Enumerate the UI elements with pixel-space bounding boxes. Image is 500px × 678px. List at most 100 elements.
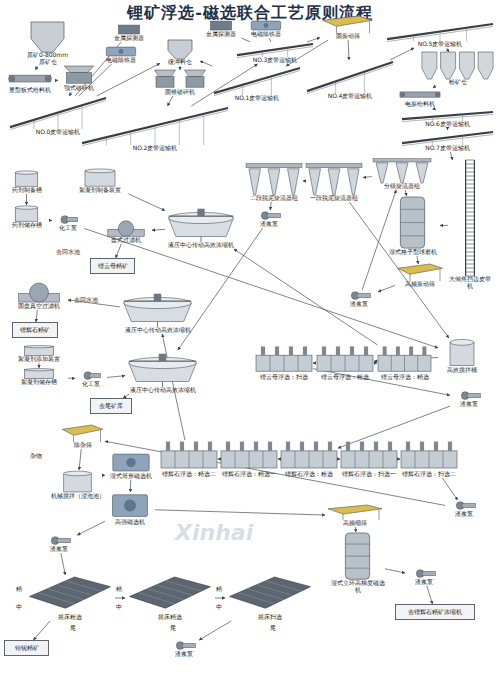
feeder-unit-icon [395, 88, 445, 101]
node-label: 圆盘真空过滤机 [18, 303, 60, 310]
node-label: 渣浆泵 [455, 511, 473, 518]
flotation-motor [422, 346, 426, 355]
belt-support [82, 106, 83, 129]
cyclone-manifold [373, 159, 431, 162]
flow-connector [417, 256, 418, 264]
screen-deck [398, 264, 443, 274]
cyclone-cone [348, 169, 360, 195]
flotation-motor [303, 346, 307, 355]
slurry-pump-icon [165, 640, 203, 651]
flow-connector [180, 66, 181, 70]
magnetic-unit: 高强磁选机 [105, 492, 155, 526]
reagent-tank-icon [70, 168, 130, 187]
detector-body [119, 25, 140, 34]
cyclone-manifold [306, 164, 362, 168]
node-label: 湿式立环高梯度磁选机 [330, 580, 385, 594]
node-label: 絮凝剂添加装置 [18, 356, 60, 363]
flotation-motor [448, 442, 452, 451]
magnet-drum [119, 49, 124, 54]
magnet-drum [124, 500, 136, 512]
slurry-pump: 渣浆泵 [165, 640, 203, 658]
flotation-cell-wall [203, 451, 204, 468]
flotation-motor [364, 346, 368, 355]
screen-deck [62, 425, 103, 435]
connector-group [27, 37, 458, 640]
flow-connector [36, 66, 38, 70]
crusher-unit-icon [150, 70, 210, 89]
flow-note: 精 [216, 585, 222, 594]
flotation-trough [341, 451, 397, 468]
magnet-body [106, 47, 135, 56]
node-label: 锂云母精矿 [98, 263, 128, 270]
crusher-body [186, 77, 204, 88]
belt-cleat [466, 256, 475, 257]
slurry-pump-icon [445, 500, 483, 511]
flotation-bank-icon [377, 345, 432, 374]
shaking-table: 摇床粗选 [25, 575, 115, 621]
node-label: NO.5皮带运输机 [418, 41, 463, 48]
flotation-cell-wall [369, 451, 370, 468]
flow-connector [433, 108, 436, 110]
product-box: 锂云母精矿 [90, 258, 135, 274]
flotation-motor [300, 442, 304, 451]
node-label: 化工泵 [82, 381, 100, 388]
flow-connector [374, 363, 377, 364]
belt-cleat [466, 236, 475, 237]
flotation-cell-wall [298, 355, 299, 371]
flotation-cell-wall [309, 451, 310, 468]
flow-connector [49, 220, 52, 221]
belt-frame [237, 47, 313, 58]
flow-connector [152, 229, 165, 231]
flow-connector [69, 92, 71, 96]
shaking-table-icon [225, 575, 315, 614]
node-label: 液压中心传动高效浓缩机 [125, 327, 191, 334]
filter-unit: 盘式过滤机 [100, 220, 152, 244]
thickener-drive [159, 354, 167, 361]
pump-motor [57, 538, 70, 542]
mill-unit-icon [385, 196, 440, 249]
flow-connector [447, 128, 448, 130]
filter-disc [118, 221, 133, 236]
filter-unit-icon [100, 220, 152, 237]
flotation-cell-wall [270, 355, 271, 371]
belt-conveyor-icon [385, 22, 495, 41]
flotation-cell-wall [383, 451, 384, 468]
magnet-body [251, 21, 280, 30]
flotation-bank-icon [316, 345, 374, 374]
magnetic-unit-icon [105, 492, 155, 519]
node-label: 锂辉石浮选：粗选 [285, 471, 333, 478]
flow-connector [84, 228, 438, 347]
mill-band [400, 209, 424, 210]
tank-body [15, 173, 38, 187]
flotation-cell-wall [189, 451, 190, 468]
flow-note: 中 [16, 603, 22, 612]
flotation-motor [336, 346, 340, 355]
ore-bin: 缓冲料仓 [160, 40, 200, 66]
product-box: 去尾矿库 [90, 398, 132, 414]
flow-connector [33, 621, 50, 640]
table-riffle [148, 589, 184, 600]
thickener-unit: 液压中心传动高效浓缩机 [120, 290, 195, 334]
flow-connector [129, 194, 165, 211]
reagent-tank-icon [10, 368, 68, 379]
slurry-pump-icon [340, 290, 378, 301]
flow-connector [390, 48, 414, 60]
flotation-bank: 锂辉石浮选：扫选一 [340, 440, 398, 478]
node-label: 液压中心传动高效浓缩机 [130, 387, 196, 394]
crusher-unit: 圆锥破碎机 [150, 70, 210, 96]
belt-cleat [466, 172, 475, 173]
magnetic-unit: 湿式筒形磁选机 [105, 452, 157, 480]
node-label: 圆锥破碎机 [165, 89, 195, 96]
crusher-unit-icon [58, 66, 100, 85]
slurry-pump-icon [250, 210, 288, 221]
mill-band [400, 235, 424, 236]
belt-support [440, 33, 441, 42]
crusher-unit: 颚式破碎机 [58, 66, 100, 92]
flotation-bank-icon [340, 440, 398, 471]
reagent-tank: 机械搅拌（浸泡池） [50, 470, 105, 500]
flotation-motor [374, 442, 378, 451]
belt-line [237, 44, 313, 55]
mill-band [400, 222, 424, 223]
belt-conveyor-icon [80, 106, 230, 145]
belt-cleat [466, 168, 475, 169]
